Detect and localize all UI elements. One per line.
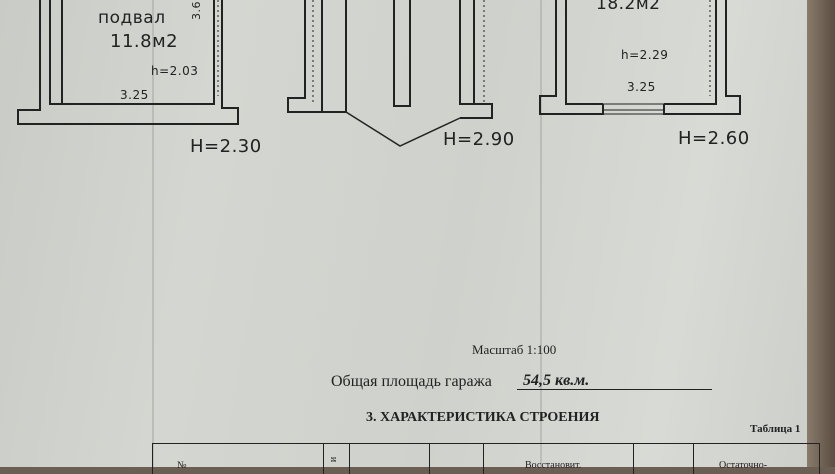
room1-h: h=2.03 — [151, 64, 199, 78]
pit-outline — [393, 0, 411, 107]
room1-wall-left — [17, 0, 46, 125]
table-column-divider — [633, 444, 634, 474]
table-edge-background — [807, 0, 835, 467]
table-column-divider — [323, 444, 324, 474]
room1-wall — [61, 0, 215, 105]
room3-area: 18.2м2 — [596, 0, 661, 14]
room1-height-dimension: 3.61 — [190, 0, 203, 20]
section-title: 3. ХАРАКТЕРИСТИКА СТРОЕНИЯ — [366, 410, 600, 425]
characteristics-table: № и Восстановит. Остаточно- — [152, 443, 820, 474]
table-header-cell: Остаточно- — [719, 460, 768, 471]
room1-width-dimension: 3.25 — [120, 88, 149, 102]
total-area-underline — [517, 389, 712, 390]
table-header-cell: Восстановит. — [525, 460, 582, 471]
room3-width-dimension: 3.25 — [627, 80, 656, 94]
room1-area: 11.8м2 — [110, 31, 179, 52]
paper-fold — [540, 0, 542, 467]
room1-name: подвал — [98, 8, 166, 28]
paper-fold — [152, 0, 154, 467]
H3-label: H=2.60 — [678, 128, 750, 149]
scale-text: Масштаб 1:100 — [472, 342, 557, 357]
total-area-value: 54,5 кв.м. — [523, 372, 590, 389]
total-area-label: Общая площадь гаража — [331, 373, 492, 390]
table-column-divider — [483, 444, 484, 474]
table-header-cell: № — [177, 460, 187, 471]
room3-h: h=2.29 — [621, 48, 669, 62]
table-column-divider — [349, 444, 350, 474]
table-column-divider — [429, 444, 430, 474]
room3-wall-left — [539, 0, 566, 115]
H2-label: H=2.90 — [443, 129, 515, 150]
room2-wall-left — [287, 0, 323, 113]
table-label: Таблица 1 — [750, 423, 801, 435]
table-column-divider — [693, 444, 694, 474]
table-header-cell: и — [328, 456, 340, 463]
H1-label: H=2.30 — [190, 136, 262, 157]
